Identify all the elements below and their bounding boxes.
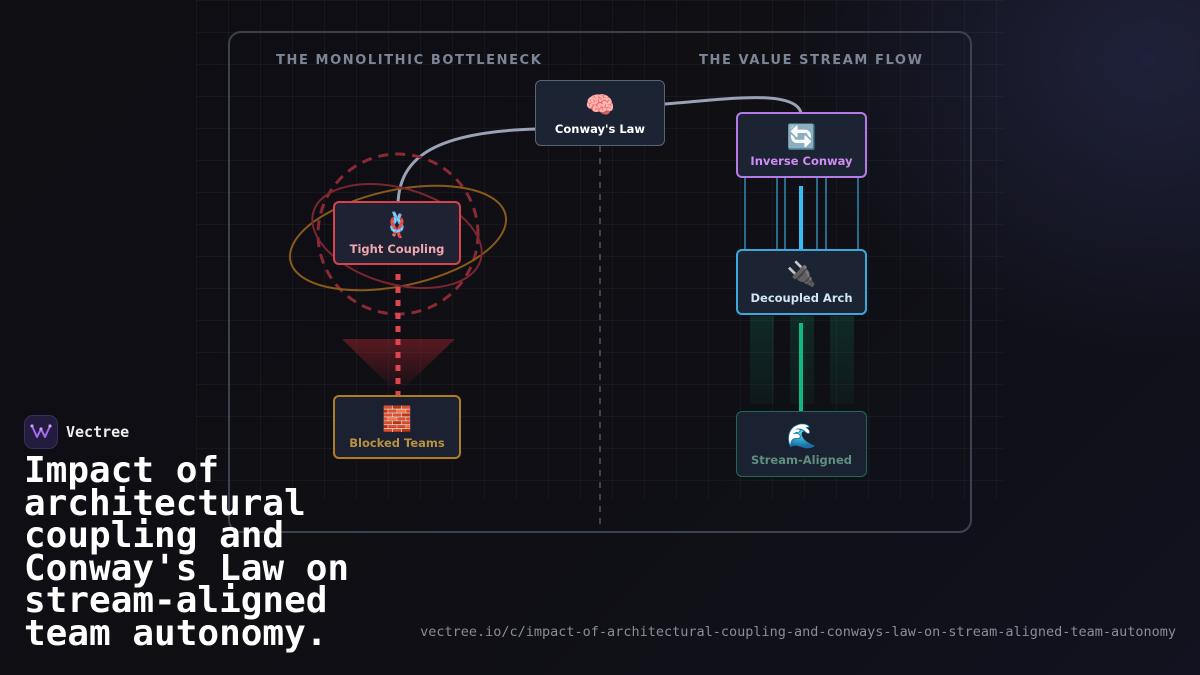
vectree-logo-icon	[24, 415, 58, 449]
node-decoupled-arch[interactable]: 🔌 Decoupled Arch	[736, 249, 867, 315]
node-blocked-teams[interactable]: 🧱 Blocked Teams	[333, 395, 461, 459]
brick-icon: 🧱	[382, 404, 412, 433]
page-url[interactable]: vectree.io/c/impact-of-architectural-cou…	[420, 624, 1176, 640]
coupling-orbit-orange	[288, 184, 508, 292]
coupling-orbit-red	[311, 182, 483, 290]
left-panel-title: THE MONOLITHIC BOTTLENECK	[276, 53, 543, 68]
node-label: Stream-Aligned	[750, 452, 852, 467]
cycle-arrows-icon: 🔄	[786, 122, 817, 151]
node-label: Tight Coupling	[349, 241, 445, 256]
node-label: Decoupled Arch	[750, 290, 853, 305]
wave-icon: 🌊	[786, 421, 817, 450]
diagram-frame	[228, 31, 972, 533]
node-label: Blocked Teams	[349, 435, 445, 450]
headline: Impact of architectural coupling and Con…	[24, 450, 350, 654]
node-label: Inverse Conway	[750, 153, 853, 168]
right-panel-title: THE VALUE STREAM FLOW	[699, 53, 924, 68]
node-tight-coupling[interactable]: 🪢 Tight Coupling	[333, 201, 461, 265]
edge-conways-to-inverse-conway	[663, 96, 803, 114]
brain-icon: 🧠	[585, 90, 615, 119]
knot-icon: 🪢	[382, 210, 412, 239]
node-label: Conway's Law	[554, 121, 646, 136]
node-stream-aligned[interactable]: 🌊 Stream-Aligned	[736, 411, 867, 477]
node-conways-law[interactable]: 🧠 Conway's Law	[535, 80, 665, 146]
brand-name: Vectree	[66, 423, 130, 441]
brand: Vectree	[24, 415, 129, 449]
node-inverse-conway[interactable]: 🔄 Inverse Conway	[736, 112, 867, 178]
plug-icon: 🔌	[786, 259, 817, 288]
